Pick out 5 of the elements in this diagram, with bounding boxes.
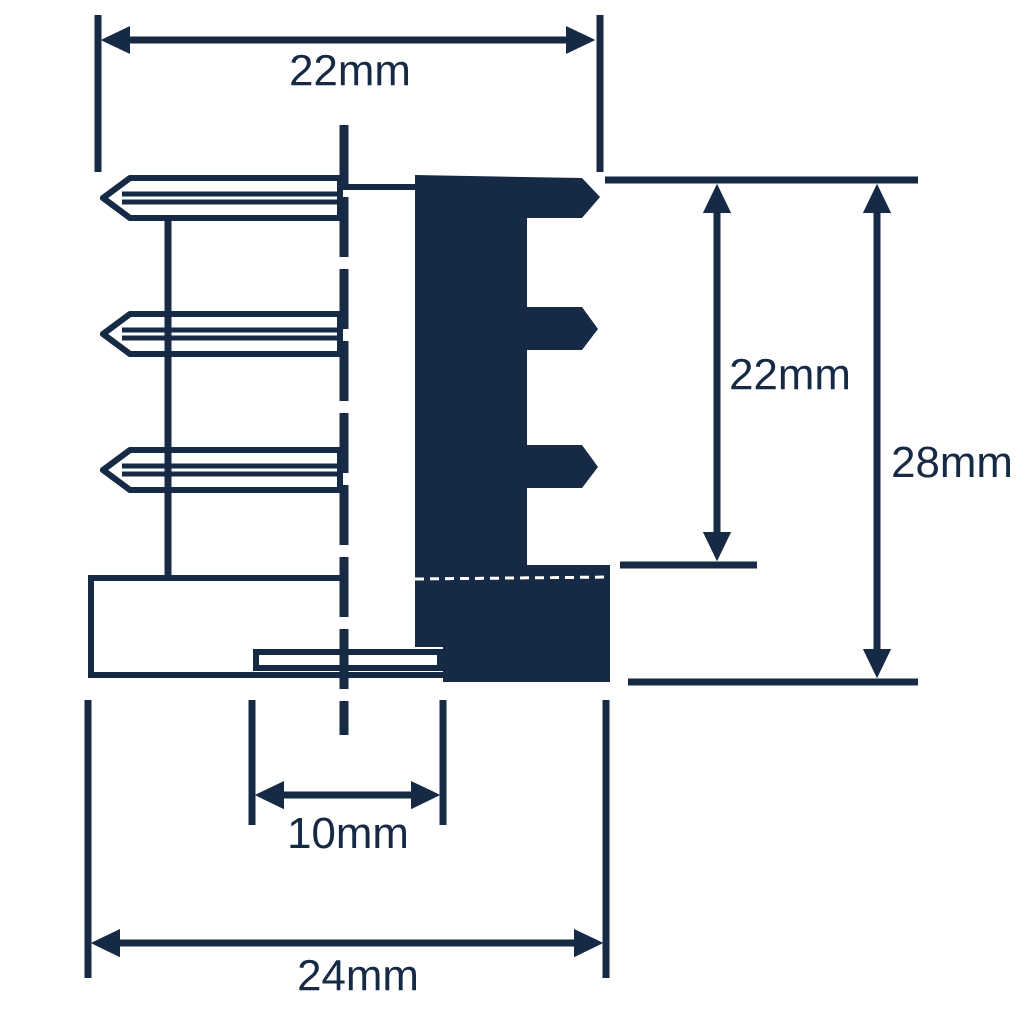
- dimension-label: 10mm: [290, 817, 406, 849]
- dimension-label: 24mm: [299, 959, 416, 991]
- dimension-label: 22mm: [731, 358, 848, 390]
- dimension-label: 28mm: [893, 446, 1010, 478]
- dimension-label: 22mm: [291, 54, 408, 86]
